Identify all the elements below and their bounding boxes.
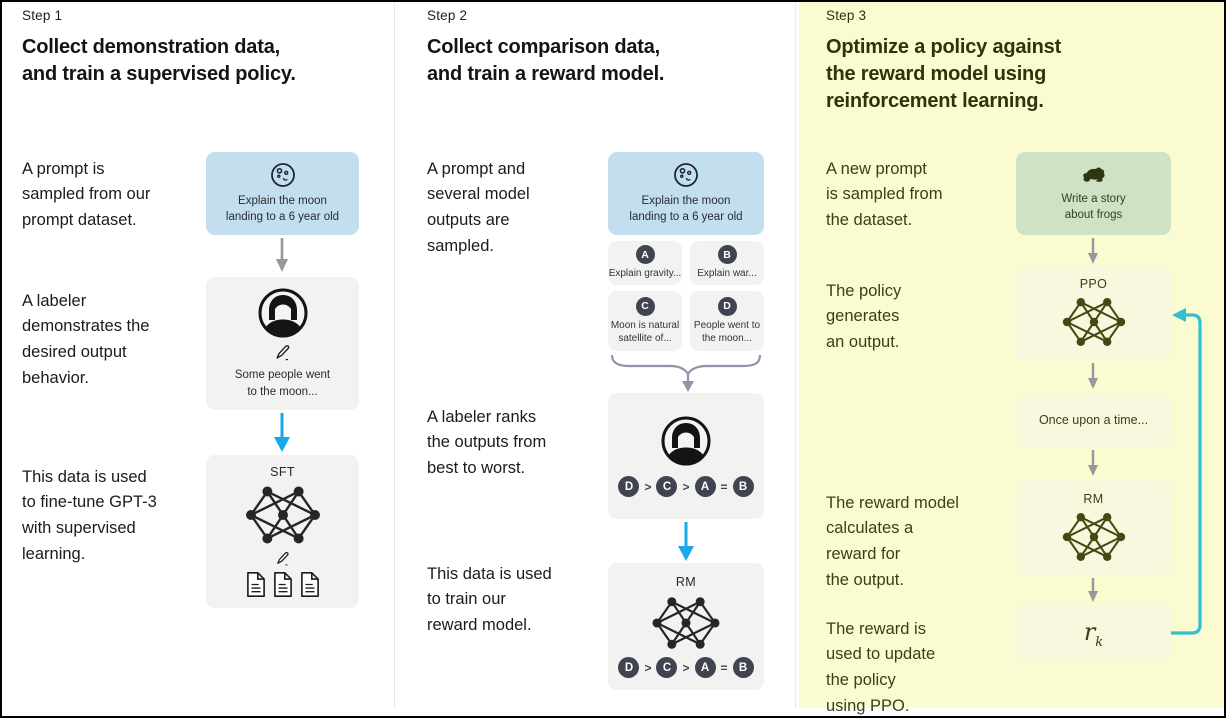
output-card-b: B Explain war...: [690, 241, 764, 285]
moon-icon: [674, 162, 698, 187]
sft-model-label: SFT: [270, 465, 295, 479]
output-badge-d: D: [717, 296, 737, 316]
step1-sft-box: SFT: [206, 455, 359, 608]
step3-reward-box: rk: [1016, 605, 1171, 662]
output-badge-b: B: [717, 245, 737, 265]
output-card-a: A Explain gravity...: [608, 241, 682, 285]
output-text-c: Moon is natural satellite of...: [610, 319, 680, 345]
rank-separator: >: [682, 660, 690, 675]
step2-caption-ranks: A labeler ranks the outputs from best to…: [427, 407, 547, 478]
reward-subscript: k: [1095, 634, 1104, 650]
document-icon: [300, 571, 319, 598]
step2-prompt-text: Explain the moon landing to a 6 year old: [629, 194, 743, 223]
step3-caption-reward: The reward model calculates a reward for…: [826, 493, 959, 590]
rank-badge: A: [694, 657, 716, 678]
rank-badge: D: [618, 657, 640, 678]
output-text-a: Explain gravity...: [608, 268, 682, 280]
step1-title: Collect demonstration data, and train a …: [22, 36, 296, 85]
step1-prompt-text: Explain the moon landing to a 6 year old: [225, 194, 340, 223]
arrow-down-gray-icon: [1088, 363, 1098, 389]
step3-title: Optimize a policy against the reward mod…: [826, 36, 1062, 112]
labeler-avatar-icon: [258, 288, 307, 338]
ranking-row: D > C > A = B: [618, 476, 754, 497]
rm-model-label: RM: [675, 575, 697, 589]
step3-output-text: Once upon a time...: [1038, 412, 1149, 427]
step2-caption-sampled: A prompt and several model outputs are s…: [427, 159, 530, 256]
rank-badge: B: [732, 476, 754, 497]
step2-caption-train: This data is used to train our reward mo…: [427, 564, 552, 635]
step3-prompt-box: Write a story about frogs: [1016, 152, 1171, 235]
step1-labeler-box: Some people went to the moon...: [206, 277, 359, 410]
output-badge-a: A: [635, 245, 655, 265]
rank-separator: >: [682, 479, 690, 494]
step3-output-box: Once upon a time...: [1016, 394, 1171, 447]
step2-rm-box: RM D > C > A = B: [608, 563, 764, 690]
rank-separator: =: [720, 479, 728, 494]
neural-network-icon: [1062, 298, 1125, 346]
step1-caption-labeler: A labeler demonstrates the desired outpu…: [22, 291, 150, 388]
rank-separator: >: [644, 660, 652, 675]
output-card-c: C Moon is natural satellite of...: [608, 291, 682, 351]
moon-icon: [270, 162, 295, 187]
step2-labeler-box: D > C > A = B: [608, 393, 764, 519]
step1-caption-prompt: A prompt is sampled from our prompt data…: [22, 159, 151, 230]
output-text-d: People went to the moon...: [693, 319, 761, 345]
step3-caption-policy: The policy generates an output.: [826, 281, 902, 352]
feedback-loop-arrow-icon: [1171, 308, 1202, 635]
neural-network-icon: [245, 486, 320, 544]
step3-prompt-text: Write a story about frogs: [1061, 192, 1126, 221]
frog-icon: [1082, 167, 1105, 182]
column-divider-2: [795, 2, 796, 708]
neural-network-icon: [1062, 512, 1125, 561]
step2-title: Collect comparison data, and train a rew…: [427, 36, 665, 85]
rank-badge: C: [656, 476, 678, 497]
rm-model-label: RM: [1083, 491, 1104, 506]
arrow-down-gray-icon: [276, 238, 288, 272]
documents-group: [245, 571, 321, 598]
step2-prompt-box: Explain the moon landing to a 6 year old: [608, 152, 764, 235]
step1-demonstration-text: Some people went to the moon...: [234, 369, 331, 398]
step3-rm-box: RM: [1016, 480, 1171, 575]
rank-separator: >: [644, 479, 652, 494]
arrow-down-blue-icon: [274, 413, 290, 452]
step1-caption-finetune: This data is used to fine-tune GPT-3 wit…: [22, 467, 157, 564]
neural-network-icon: [652, 597, 720, 649]
arrow-down-gray-icon: [1088, 450, 1098, 476]
output-text-b: Explain war...: [697, 268, 757, 280]
output-badge-c: C: [635, 296, 655, 316]
ranking-row: D > C > A = B: [618, 657, 754, 678]
rank-badge: D: [618, 476, 640, 497]
document-icon: [273, 571, 292, 598]
step2-label: Step 2: [427, 8, 468, 23]
output-card-d: D People went to the moon...: [690, 291, 764, 351]
step1-prompt-box: Explain the moon landing to a 6 year old: [206, 152, 359, 235]
labeler-avatar-icon: [661, 416, 711, 466]
pencil-icon: [276, 552, 289, 566]
arrow-down-gray-icon: [1088, 578, 1098, 602]
pencil-icon: [275, 345, 289, 361]
reward-value: rk: [1084, 618, 1103, 650]
column-divider-1: [394, 2, 395, 708]
step3-caption-update: The reward is used to update the policy …: [826, 619, 936, 716]
step3-label: Step 3: [826, 8, 867, 23]
rank-badge: C: [656, 657, 678, 678]
rank-badge: A: [694, 476, 716, 497]
reward-symbol: r: [1083, 617, 1096, 646]
arrow-down-gray-icon: [1088, 238, 1098, 264]
rank-separator: =: [720, 660, 728, 675]
step3-caption-prompt: A new prompt is sampled from the dataset…: [826, 159, 943, 230]
step1-label: Step 1: [22, 8, 63, 23]
rank-badge: B: [732, 657, 754, 678]
arrow-down-blue-icon: [678, 522, 694, 561]
ppo-model-label: PPO: [1079, 277, 1108, 291]
step3-ppo-box: PPO: [1016, 266, 1171, 360]
brace-merge-arrow-icon: [610, 354, 762, 392]
document-icon: [246, 571, 265, 598]
